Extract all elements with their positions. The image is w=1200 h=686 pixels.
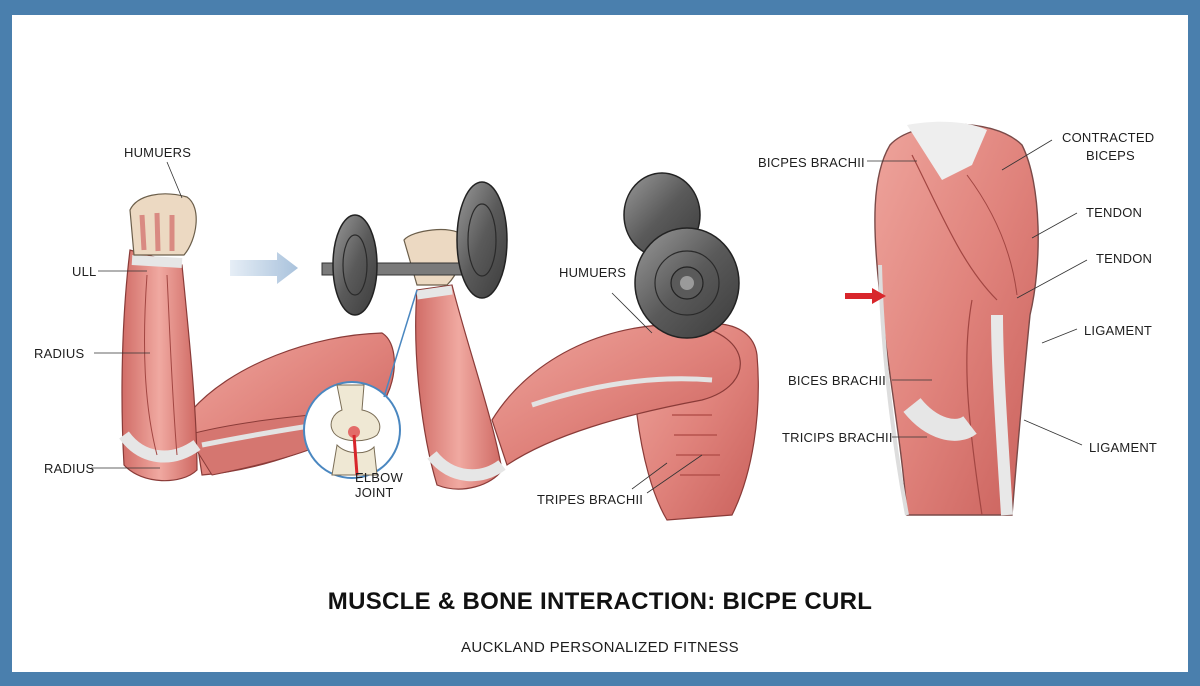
label-tripes-brachii: TRIPES BRACHII (537, 492, 644, 507)
label-ligament-1: LIGAMENT (1084, 323, 1153, 338)
figure-subtitle: AUCKLAND PERSONALIZED FITNESS (461, 639, 739, 656)
biceps-detail-figure (874, 121, 1039, 516)
anatomy-illustration (91, 121, 1088, 521)
label-joint: JOINT (355, 485, 394, 500)
label-humuers-left: HUMUERS (124, 145, 192, 160)
label-contracted: CONTRACTED (1062, 130, 1155, 145)
label-tendon-1: TENDON (1086, 205, 1143, 220)
label-tendon-2: TENDON (1096, 251, 1153, 266)
label-radius-lower: RADIUS (44, 461, 95, 476)
illustration-canvas: HUMUERS ULL RADIUS RADIUS ELBOW JOINT HU… (12, 15, 1188, 672)
figure-title: MUSCLE & BONE INTERACTION: BICPE CURL (327, 588, 873, 615)
label-bices-brachii: BICES BRACHII (788, 373, 886, 388)
label-humuers-middle: HUMUERS (559, 265, 627, 280)
label-ull: ULL (72, 264, 97, 279)
dumbbell-icon (321, 181, 508, 316)
large-dumbbell-icon (623, 172, 740, 339)
label-tricips-brachii: TRICIPS BRACHII (782, 430, 893, 445)
red-arrow-icon (845, 288, 886, 304)
label-radius-upper: RADIUS (34, 346, 85, 361)
arrow-right-icon (230, 252, 298, 284)
label-ligament-2: LIGAMENT (1089, 440, 1158, 455)
elbow-joint-inset (303, 289, 418, 479)
label-biceps: BICEPS (1086, 148, 1135, 163)
label-elbow: ELBOW (355, 470, 403, 485)
label-bicpes-brachii: BICPES BRACHII (758, 155, 865, 170)
leader-lines (91, 139, 1088, 494)
